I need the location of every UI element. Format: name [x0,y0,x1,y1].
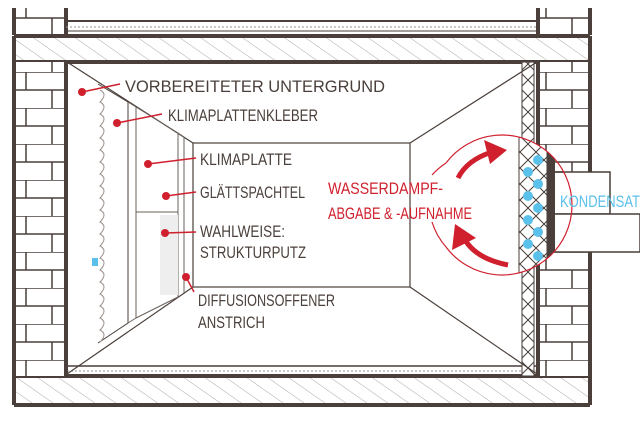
top-right-parapet [536,8,592,35]
blue-marker [92,258,98,266]
label-vapour-line2: ABGABE & -AUFNAHME [328,204,472,223]
label-board-adhesive: KLIMAPLATTENKLEBER [168,106,318,125]
label-optional: WAHLWEISE: [200,222,285,241]
ceiling-slab [14,34,590,64]
arrow-up-icon [484,140,507,164]
label-vapour-line1: WASSERDAMPF- [328,179,443,198]
label-prepared-substrate: VORBEREITETER UNTERGRUND [125,77,385,96]
left-brick-wall [12,36,68,405]
label-climate-board: KLIMAPLATTE [200,150,292,169]
right-brick-wall [521,36,592,405]
label-condensate: KONDENSAT [560,192,640,211]
label-paint-line2: ANSTRICH [198,313,265,332]
water-drop-icons [523,155,543,261]
labels: VORBEREITETER UNTERGRUND KLIMAPLATTENKLE… [125,77,640,332]
top-left-parapet [12,8,68,35]
upper-floor-screed [66,20,538,32]
label-smoothing-filler: GLÄTTSPACHTEL [200,183,305,202]
arrow-down-icon [452,224,476,250]
label-textured-plaster: STRUKTURPUTZ [200,243,306,262]
condensate-detail-box [547,171,640,253]
floor-slab [14,365,590,407]
label-paint-line1: DIFFUSIONSOFFENER [198,291,335,310]
